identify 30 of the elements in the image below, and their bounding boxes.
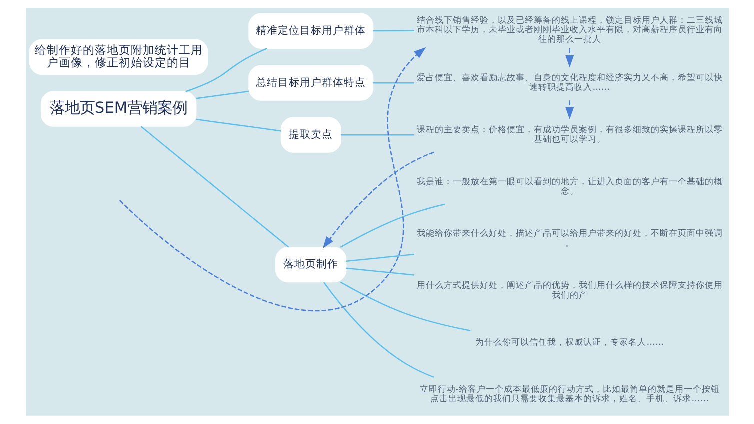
node-box: 落地页SEM营销案例 [40, 91, 196, 127]
arrow [565, 100, 574, 120]
connector [196, 118, 281, 132]
connector [340, 134, 414, 136]
connector [372, 82, 414, 84]
connector [340, 282, 470, 332]
connector [340, 204, 445, 248]
node-text: 课程的主要卖点：价格便宜，有成功学员案例，有很多细致的实操课程所以零基础也可以学习。 [416, 125, 722, 145]
connector [346, 268, 414, 276]
connector [346, 254, 414, 262]
arrow [565, 48, 574, 68]
connector [322, 282, 434, 378]
connector [196, 90, 248, 100]
node-text: 立即行动-给客户一个成本最低廉的行动方式，比如最简单的就是用一个按钮点击出现最低的我们只需要收集最基本的诉求，姓名、手机、诉求…… [419, 385, 720, 405]
node-box: 给制作好的落地页附加统计工用户画像，修正初始设定的目 [28, 39, 208, 75]
arrow [118, 47, 426, 312]
node-text: 为什么你可以信任我，权威认证，专家名人…… [475, 338, 664, 348]
node-text: 我是谁：一般放在第一眼可以看到的地方，让进入页面的客户有一个基础的概念。 [416, 177, 722, 197]
node-box: 提取卖点 [280, 117, 341, 153]
node-text: 爱占便宜、喜欢看励志故事、自身的文化程度和经济实力又不高，希望可以快速转职提高收入…… [416, 73, 722, 94]
node-text: 结合线下销售经验，以及已经筹备的线上课程，锁定目标用户人群：二三线城市本科以下学历，未毕业或者刚刚毕业收入水平有限，对高薪程序员行业有向往的那么一批人 [416, 16, 722, 45]
node-box: 精准定位目标用户群体 [248, 13, 374, 49]
node-box: 落地页制作 [275, 247, 346, 283]
node-text: 我能给你带来什么好处，描述产品可以给用户带来的好处，不断在页面中强调。 [416, 229, 722, 249]
connector [140, 126, 289, 248]
connector [372, 30, 414, 32]
connector [185, 48, 267, 92]
node-box: 总结目标用户群体特点 [248, 65, 374, 101]
node-text: 用什么方式提供好处，阐述产品的优势，我们用什么样的技术保障支持你使用我们的产 [416, 281, 722, 301]
arrow [322, 152, 434, 249]
